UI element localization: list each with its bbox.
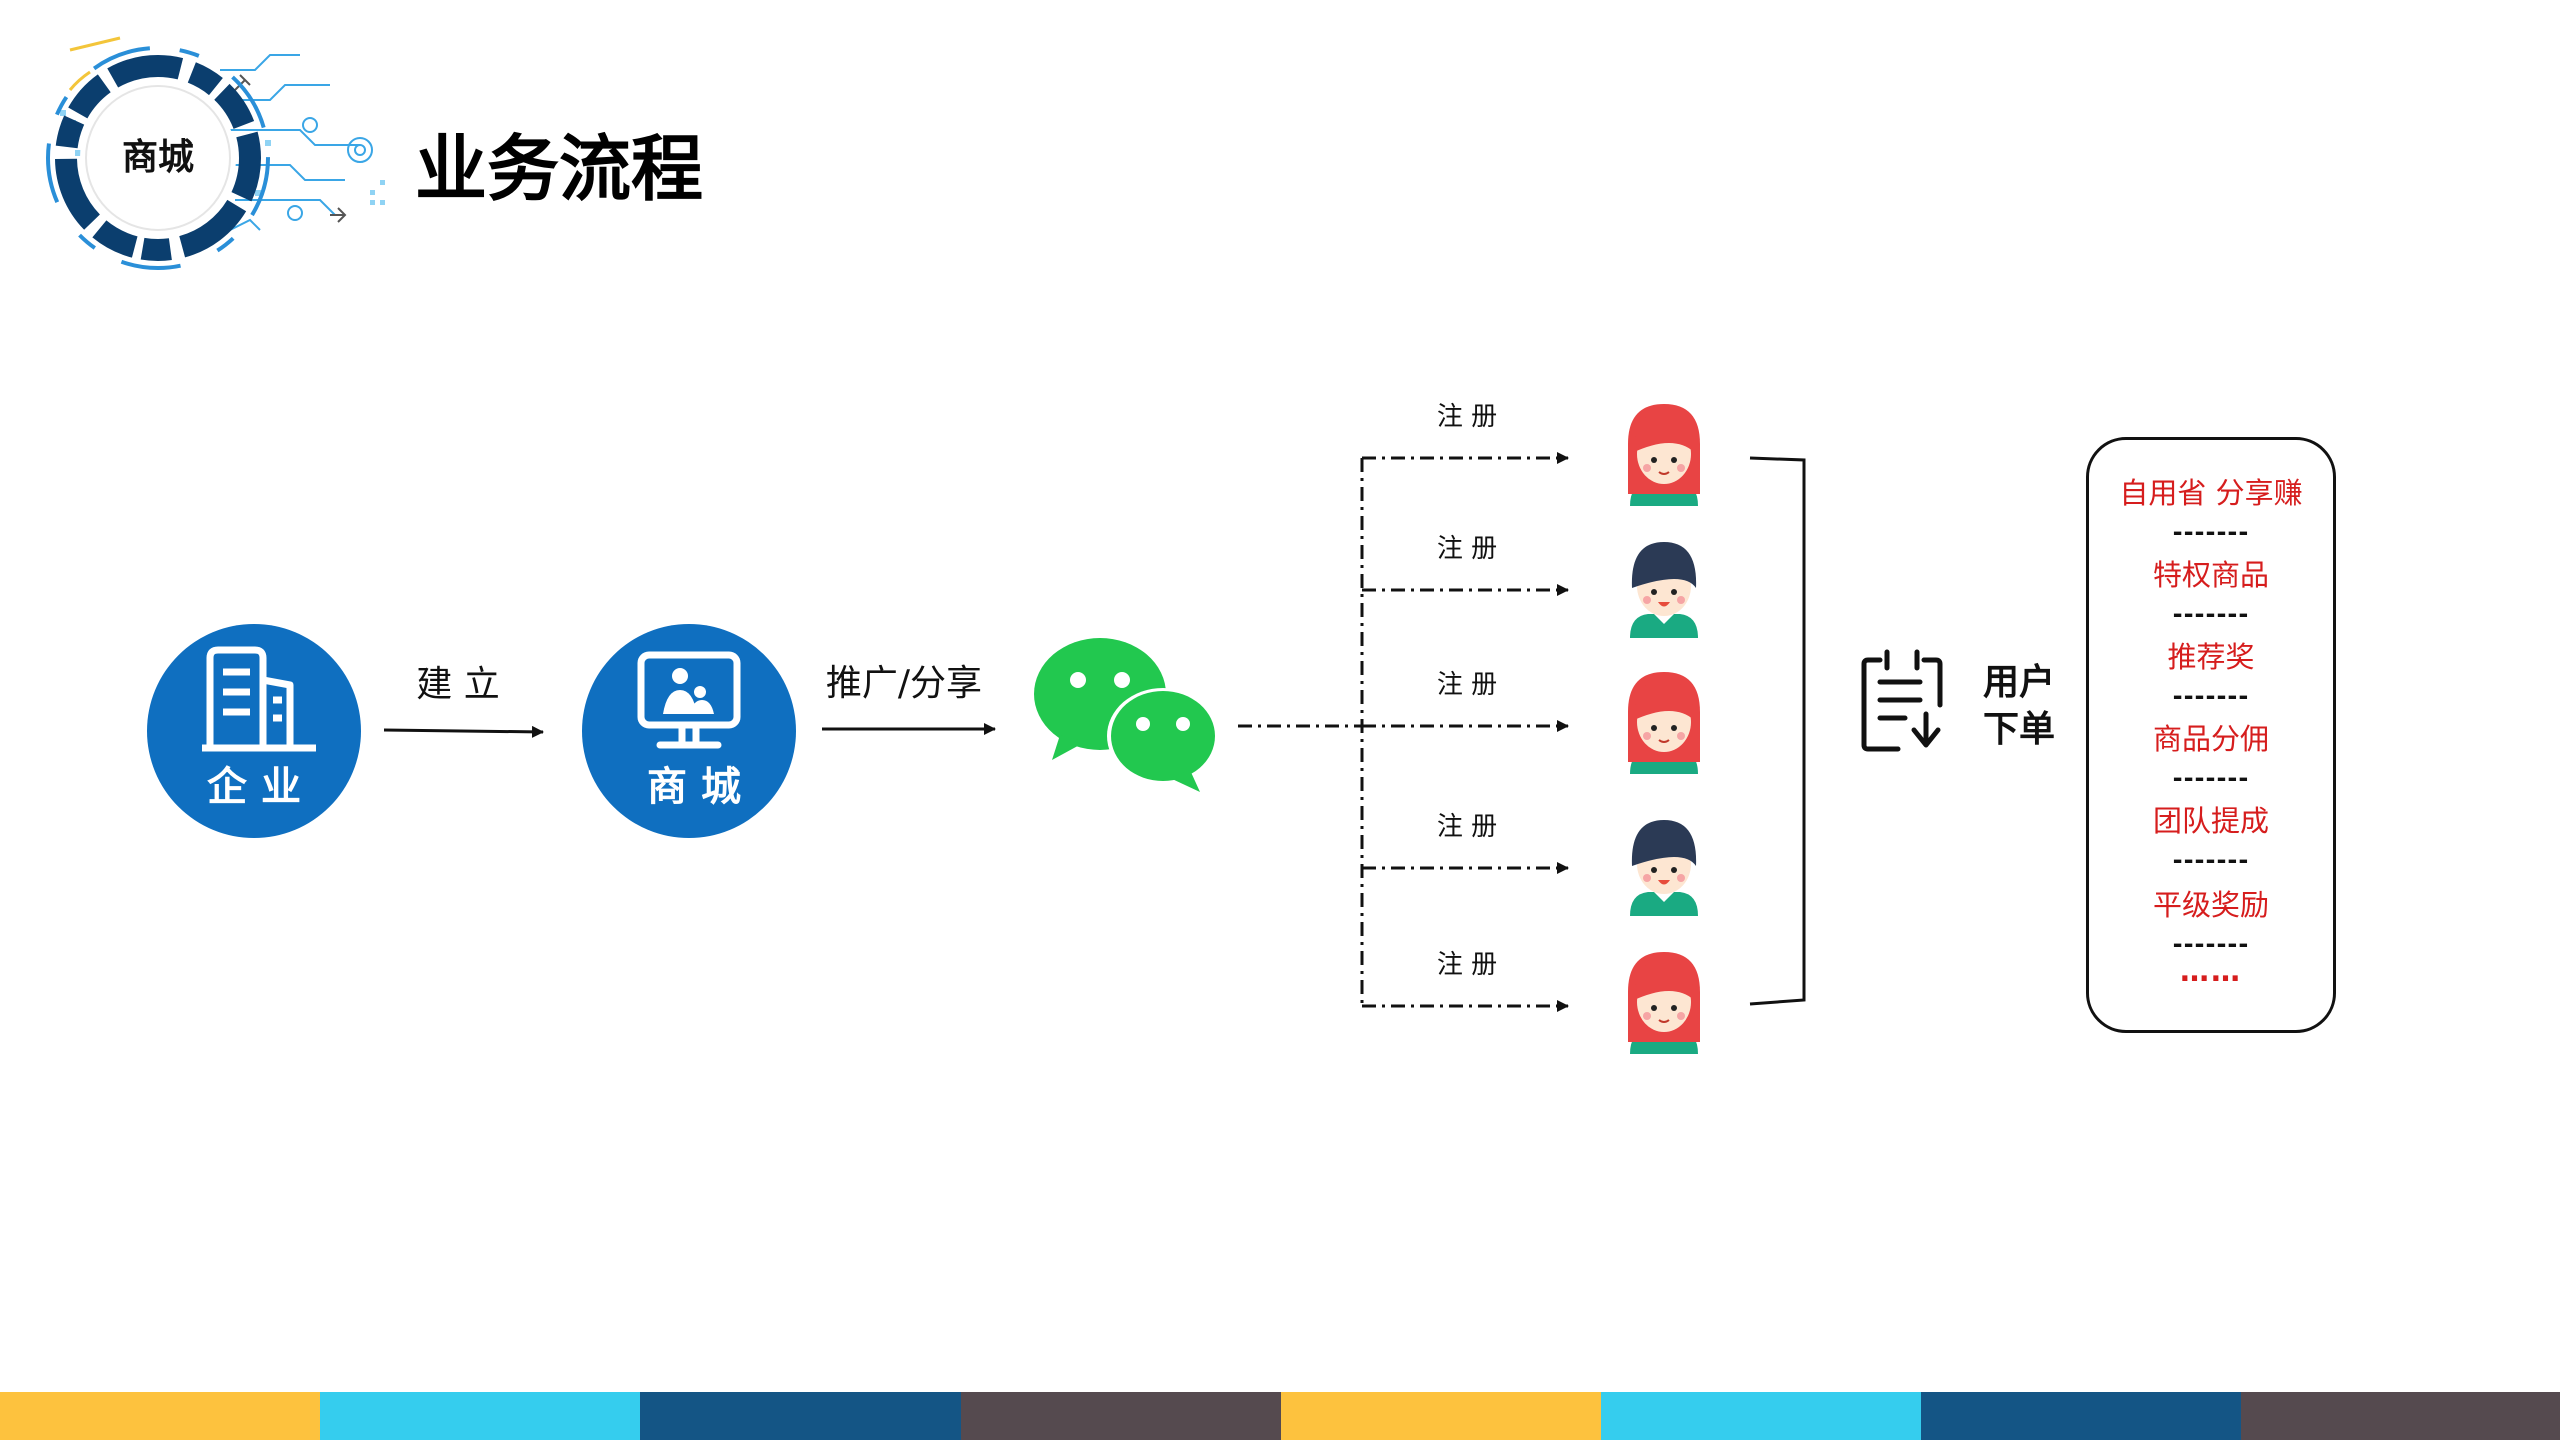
register-label: 注 册 (1437, 812, 1497, 842)
reward-separator: ------- (2172, 682, 2250, 710)
footer-bar (320, 1392, 640, 1440)
page-title: 业务流程 (415, 127, 703, 211)
order-label-line2: 下单 (1983, 709, 2055, 750)
footer-bar (961, 1392, 1281, 1440)
reward-item: 团队提成 (2152, 804, 2269, 838)
register-branches (1238, 458, 1364, 1006)
footer-bar (1281, 1392, 1601, 1440)
male-user-avatar (1630, 542, 1698, 638)
female-user-avatar (1628, 404, 1700, 506)
footer-bar (1921, 1392, 2241, 1440)
reward-item: 自用省 分享赚 (2119, 476, 2303, 510)
reward-separator: ------- (2172, 600, 2250, 628)
register-label: 注 册 (1437, 950, 1497, 980)
enterprise-circle (147, 624, 361, 838)
footer-bar (2241, 1392, 2560, 1440)
users-bracket (1749, 456, 1806, 1006)
building-icon (202, 646, 316, 752)
reward-separator: ------- (2172, 930, 2250, 958)
mall-label: 商 城 (647, 764, 741, 810)
logo-label: 商城 (122, 137, 194, 178)
monitor-icon (637, 651, 741, 749)
reward-item: 特权商品 (2152, 558, 2269, 592)
build-label: 建 立 (416, 664, 499, 705)
reward-ellipsis: …… (2180, 954, 2242, 988)
enterprise-node: 企 业 (147, 624, 361, 838)
reward-separator: ------- (2172, 764, 2250, 792)
reward-separator: ------- (2172, 846, 2250, 874)
mall-circle (582, 624, 796, 838)
mall-node: 商 城 (582, 624, 796, 838)
footer-bar (0, 1392, 320, 1440)
rewards-panel: 自用省 分享赚 ------- 特权商品 ------- 推荐奖 -------… (2086, 437, 2336, 1033)
order-icon (1861, 649, 1943, 752)
female-user-avatar (1628, 672, 1700, 774)
male-user-avatar (1630, 820, 1698, 916)
promote-label: 推广/分享 (826, 663, 982, 704)
reward-item: 推荐奖 (2167, 640, 2255, 674)
female-user-avatar (1628, 952, 1700, 1054)
footer-bar (1601, 1392, 1921, 1440)
reward-item: 平级奖励 (2152, 888, 2269, 922)
register-label: 注 册 (1437, 670, 1497, 700)
register-label: 注 册 (1437, 402, 1497, 432)
wechat-icon (1034, 638, 1219, 792)
footer-bar (640, 1392, 961, 1440)
reward-item: 商品分佣 (2152, 722, 2269, 756)
build-arrow (383, 725, 544, 738)
order-label-line1: 用户 (1983, 662, 2055, 703)
register-label: 注 册 (1437, 534, 1497, 564)
mall-logo: 商城 (46, 36, 385, 270)
reward-separator: ------- (2172, 518, 2250, 546)
enterprise-label: 企 业 (207, 764, 301, 810)
